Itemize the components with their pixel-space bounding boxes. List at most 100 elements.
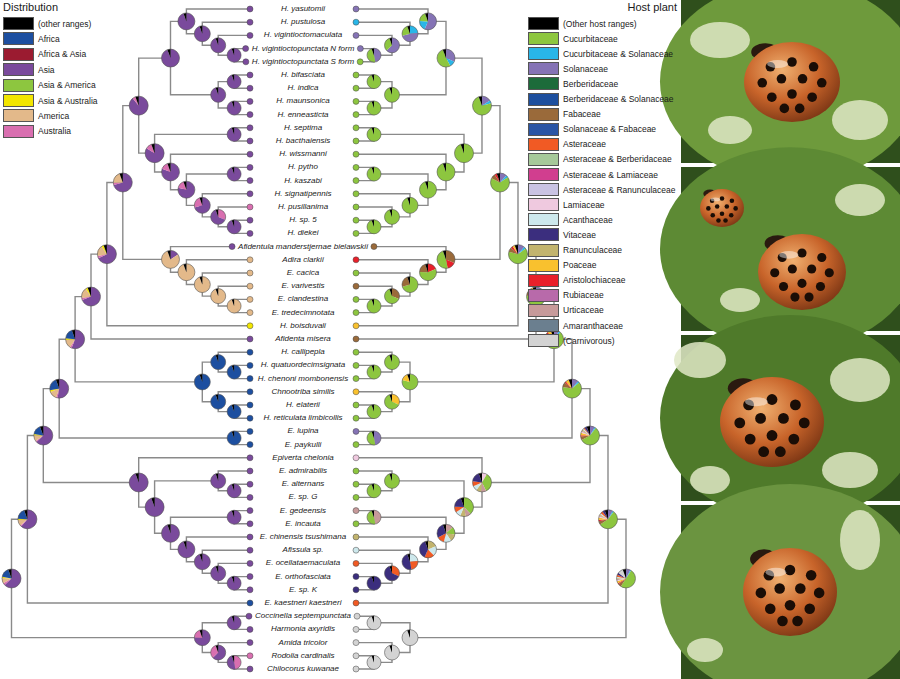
pie-slice [232, 101, 234, 108]
species-name: Afidenta misera [275, 334, 331, 344]
pie-slice [234, 655, 241, 669]
ancestral-state-pie [227, 484, 241, 498]
legend-swatch [528, 17, 559, 30]
legend-swatch [3, 109, 34, 122]
pie-outline [178, 13, 195, 30]
pie-slice [211, 645, 219, 657]
host-plant-tree [353, 6, 636, 672]
legend-entry: Aristolochiaceae [528, 274, 625, 287]
pie-slice [194, 26, 210, 42]
beetle-spot [790, 293, 799, 302]
beetle-spot [816, 282, 825, 291]
tree-branch [356, 297, 536, 339]
species-name: H. reticulata limbicollis [263, 413, 342, 423]
legend-entry: (Carnivorous) [528, 334, 615, 347]
pie-slice [227, 576, 241, 590]
pie-outline [420, 541, 437, 558]
tip-state-dot [353, 600, 359, 606]
pie-slice [135, 473, 138, 483]
pie-outline [66, 330, 85, 349]
legend-swatch [528, 183, 559, 196]
beetle-spot [710, 213, 715, 218]
pie-slice [389, 289, 392, 297]
ancestral-state-pie [178, 264, 195, 281]
species-name: E. lupina [287, 426, 318, 436]
species-name: H. septima [284, 123, 322, 133]
beetle-spot [788, 434, 799, 445]
legend-text: Solanaceae [563, 63, 608, 75]
ancestral-state-pie [227, 167, 241, 181]
tip-state-dot [353, 362, 359, 368]
legend-text: Cucurbitaceae & Solanaceae [563, 48, 673, 60]
pie-outline [402, 630, 418, 646]
beetle-highlight [711, 198, 721, 202]
tip-state-dot [247, 653, 253, 659]
ancestral-state-pie [367, 576, 381, 590]
legend-text: Asteraceae [563, 138, 606, 150]
eaten-leaf-patch [690, 22, 750, 58]
species-name: Harmonia axyridis [271, 624, 335, 634]
ancestral-state-pie [161, 524, 179, 542]
legend-entry: Lamiaceae [528, 198, 605, 211]
tip-state-dot [247, 32, 253, 38]
pie-slice [216, 566, 219, 574]
pie-slice [66, 339, 75, 347]
legend-swatch [3, 17, 34, 30]
legend-entry: Asia [3, 63, 55, 76]
pie-outline [455, 498, 474, 517]
pie-slice [374, 431, 381, 445]
pie-slice [151, 498, 154, 508]
pie-outline [129, 96, 148, 115]
ancestral-state-pie [211, 645, 226, 660]
pie-slice [24, 510, 27, 520]
pie-slice [372, 299, 374, 306]
pie-slice [211, 87, 226, 102]
legend-entry: Asteraceae & Ranunculaceae [528, 183, 675, 196]
pie-outline [194, 26, 210, 42]
ancestral-state-pie [616, 569, 635, 588]
ancestral-state-pie [420, 13, 437, 30]
pie-slice [227, 484, 241, 498]
legend-swatch [3, 79, 34, 92]
species-name: Rodolia cardinalis [271, 651, 334, 661]
pie-outline [113, 173, 132, 192]
tree-branch [392, 481, 464, 507]
pie-outline [178, 264, 195, 281]
legend-entry: Cucurbitaceae & Solanaceae [528, 47, 673, 60]
pie-slice [374, 510, 381, 524]
beetle-spot [777, 74, 787, 84]
legend-entry: Rubiaceae [528, 289, 604, 302]
tip-state-dot [353, 270, 359, 276]
beetle-spot [725, 204, 730, 209]
legend-text: Asia & Australia [38, 95, 98, 107]
tree-branch [356, 254, 518, 326]
species-name: H. wissmanni [279, 149, 327, 159]
tip-state-dot [353, 574, 359, 580]
pie-slice [384, 355, 399, 370]
legend-title: Distribution [3, 1, 58, 14]
pie-slice [581, 436, 590, 441]
legend-text: Amaranthaceae [563, 320, 623, 332]
legend-swatch [528, 198, 559, 211]
tree-branch [392, 58, 446, 95]
tip-state-dot [229, 244, 235, 250]
beetle-spot [788, 264, 797, 273]
legend-swatch [528, 228, 559, 241]
tip-state-dot [353, 494, 359, 500]
ancestral-state-pie [384, 38, 399, 53]
pie-slice [194, 554, 210, 570]
tip-state-dot [247, 257, 253, 263]
pie-outline [82, 287, 101, 306]
tip-state-dot [353, 376, 359, 382]
ancestral-state-pie [367, 101, 381, 115]
tree-branch [59, 389, 234, 438]
pie-slice [104, 245, 107, 255]
pie-slice [437, 163, 455, 181]
beetle-spot [757, 78, 767, 88]
tip-state-dot [353, 230, 359, 236]
beetle-spot [715, 204, 720, 209]
beetle-spot [720, 196, 725, 201]
pie-slice [86, 288, 91, 297]
tip-state-dot [246, 613, 252, 619]
species-name: H. yasutomii [281, 4, 325, 14]
